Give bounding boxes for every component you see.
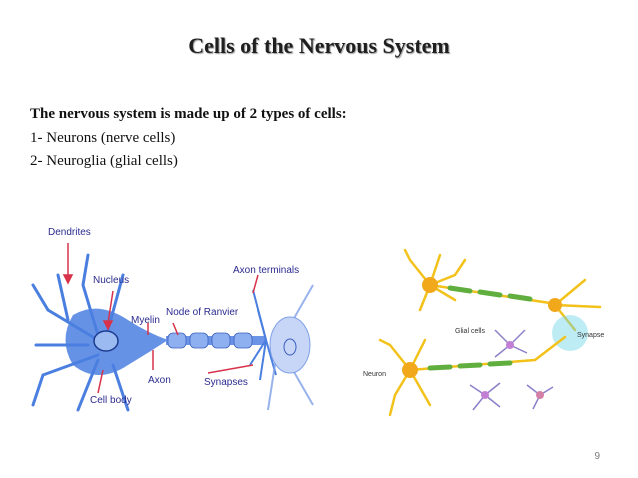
list-item-neurons: 1- Neurons (nerve cells) [30, 130, 176, 146]
intro-text: The nervous system is made up of 2 types… [30, 106, 347, 122]
label-axon-terminals: Axon terminals [233, 265, 299, 276]
label-nucleus: Nucleus [93, 275, 129, 286]
axon-terminals-shape [249, 289, 277, 381]
label-node-of-ranvier: Node of Ranvier [166, 307, 239, 318]
label-synapse: Synapse [577, 332, 604, 339]
nucleus-shape [93, 330, 119, 352]
glia-diagram: Glial cells Synapse Neuron [363, 248, 604, 417]
label-cell-body: Cell body [90, 395, 132, 406]
label-axon: Axon [148, 375, 171, 386]
label-arrows [62, 243, 259, 394]
page-number: 9 [594, 451, 600, 462]
label-myelin: Myelin [131, 315, 160, 326]
label-dendrites: Dendrites [48, 227, 91, 238]
label-glial-cells: Glial cells [455, 328, 485, 335]
axon-shape [166, 332, 266, 349]
label-neuron: Neuron [363, 371, 386, 378]
myelin-segments-lower [427, 360, 513, 371]
myelin-segments-upper [447, 285, 533, 302]
synapse-glow [552, 315, 588, 351]
slide-title: Cells of the Nervous System [188, 33, 450, 58]
label-synapses: Synapses [204, 377, 248, 388]
list-item-neuroglia: 2- Neuroglia (glial cells) [30, 153, 178, 169]
neuron-diagram: Dendrites Nucleus Myelin Node of Ranvier… [31, 227, 314, 412]
